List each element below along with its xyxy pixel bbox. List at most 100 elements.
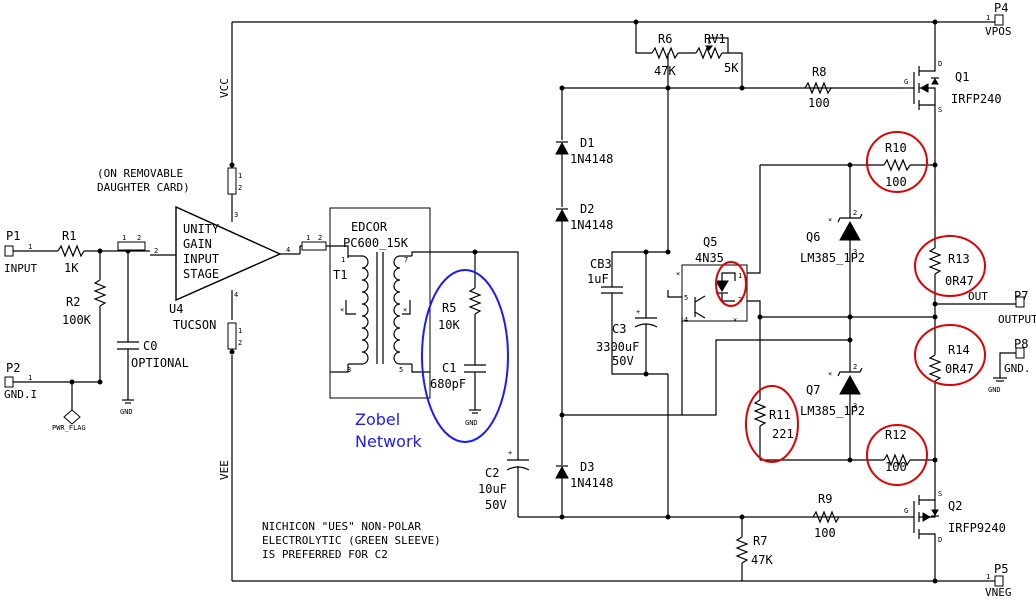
svg-text:PC600_15K: PC600_15K <box>343 236 409 250</box>
svg-text:680pF: 680pF <box>430 377 466 391</box>
svg-text:1: 1 <box>238 172 242 180</box>
svg-text:NICHICON "UES" NON-POLAR: NICHICON "UES" NON-POLAR <box>262 520 421 533</box>
r11-resistor: R11 221 <box>745 317 799 463</box>
svg-text:G: G <box>904 507 908 515</box>
q5-optocoupler: Q5 4N35 × 5 4 1 2 × <box>667 165 761 415</box>
svg-text:R12: R12 <box>885 428 907 442</box>
svg-text:2: 2 <box>853 209 857 217</box>
svg-text:3: 3 <box>347 366 351 374</box>
svg-text:VPOS: VPOS <box>985 25 1012 38</box>
vee-label: VEE <box>218 460 231 480</box>
svg-text:10K: 10K <box>438 318 460 332</box>
q2-mosfet: S D G Q2 IRFP9240 <box>900 488 1006 546</box>
svg-text:+: + <box>508 449 512 457</box>
svg-text:T1: T1 <box>333 268 347 282</box>
r1-resistor: R1 1K <box>40 229 150 275</box>
svg-text:5: 5 <box>684 294 688 302</box>
svg-text:50V: 50V <box>612 354 634 368</box>
svg-text:C2: C2 <box>485 466 499 480</box>
svg-text:P5: P5 <box>994 562 1008 576</box>
svg-text:R13: R13 <box>948 252 970 266</box>
c2-note: NICHICON "UES" NON-POLAR ELECTROLYTIC (G… <box>262 520 441 561</box>
port-p4[interactable]: P4 VPOS 1 <box>985 1 1012 38</box>
svg-text:CB3: CB3 <box>590 257 612 271</box>
svg-text:10uF: 10uF <box>478 482 507 496</box>
zobel-label-1: Zobel <box>355 410 400 429</box>
svg-text:3: 3 <box>853 402 857 410</box>
c2-capacitor: + C2 10uF 50V <box>478 449 530 517</box>
r9-resistor: R9 100 <box>812 492 840 540</box>
port-p8[interactable]: P8 GND. GND <box>988 337 1031 394</box>
svg-text:DAUGHTER CARD): DAUGHTER CARD) <box>97 181 190 194</box>
svg-text:1: 1 <box>238 327 242 335</box>
svg-text:×: × <box>733 316 737 324</box>
port-p1[interactable]: P1 INPUT 1 <box>4 229 40 275</box>
svg-text:1N4148: 1N4148 <box>570 152 613 166</box>
svg-text:0R47: 0R47 <box>945 274 974 288</box>
svg-text:2: 2 <box>154 247 158 255</box>
svg-text:Q6: Q6 <box>806 230 820 244</box>
svg-text:Q1: Q1 <box>955 70 969 84</box>
svg-text:×: × <box>676 270 680 278</box>
diode-string: D1 1N4148 D2 1N4148 D3 1N4148 <box>555 85 613 517</box>
svg-text:2: 2 <box>238 184 242 192</box>
svg-text:R10: R10 <box>885 141 907 155</box>
svg-text:+: + <box>636 308 640 316</box>
svg-text:1: 1 <box>28 243 32 251</box>
svg-text:IS PREFERRED FOR C2: IS PREFERRED FOR C2 <box>262 548 388 561</box>
svg-text:3: 3 <box>853 248 857 256</box>
svg-text:R14: R14 <box>948 343 970 357</box>
svg-text:100: 100 <box>808 96 830 110</box>
u4-note: (ON REMOVABLE DAUGHTER CARD) <box>97 167 190 194</box>
svg-text:INPUT: INPUT <box>183 252 219 266</box>
svg-text:ELECTROLYTIC (GREEN SLEEVE): ELECTROLYTIC (GREEN SLEEVE) <box>262 534 441 547</box>
r10-resistor: R10 100 <box>760 131 938 193</box>
svg-text:GND.: GND. <box>1004 362 1031 375</box>
svg-text:PWR_FLAG: PWR_FLAG <box>52 424 86 432</box>
svg-text:(ON REMOVABLE: (ON REMOVABLE <box>97 167 183 180</box>
svg-text:D3: D3 <box>580 460 594 474</box>
svg-text:Q7: Q7 <box>806 383 820 397</box>
svg-text:1: 1 <box>306 234 310 242</box>
svg-text:P4: P4 <box>994 1 1008 15</box>
svg-text:50V: 50V <box>485 498 507 512</box>
t1-transformer: EDCOR PC600_15K T1 1 7 3 5 × × <box>329 207 475 399</box>
port-p7[interactable]: P7 OUTPUT OUT <box>935 289 1036 326</box>
port-p5[interactable]: P5 VNEG 1 <box>985 562 1012 599</box>
svg-text:1K: 1K <box>64 261 79 275</box>
svg-text:G: G <box>904 78 908 86</box>
r14-resistor: R14 0R47 <box>914 324 986 386</box>
svg-text:S: S <box>938 106 942 114</box>
svg-text:C0: C0 <box>143 339 157 353</box>
svg-text:4: 4 <box>286 246 290 254</box>
r2-resistor: R2 100K <box>62 248 107 385</box>
svg-text:U4: U4 <box>169 302 183 316</box>
svg-text:5: 5 <box>399 366 403 374</box>
zobel-label-2: Network <box>355 432 423 451</box>
jumper-vee: 1 2 <box>227 322 242 355</box>
svg-text:4: 4 <box>234 291 238 299</box>
svg-text:100K: 100K <box>62 313 92 327</box>
svg-text:2: 2 <box>238 339 242 347</box>
port-p2[interactable]: P2 GND.I 1 <box>4 361 100 401</box>
svg-text:EDCOR: EDCOR <box>351 220 388 234</box>
svg-text:2: 2 <box>853 363 857 371</box>
svg-text:IRFP240: IRFP240 <box>951 92 1002 106</box>
jumper-vcc: 1 2 <box>227 162 242 195</box>
svg-text:P7: P7 <box>1014 289 1028 303</box>
r6-rv1: R6 47K RV1 5K <box>633 19 743 91</box>
svg-text:4: 4 <box>684 316 688 324</box>
svg-text:1N4148: 1N4148 <box>570 476 613 490</box>
svg-text:D: D <box>938 60 942 68</box>
svg-text:R2: R2 <box>66 295 80 309</box>
svg-text:R8: R8 <box>812 65 826 79</box>
svg-text:P8: P8 <box>1014 337 1028 351</box>
svg-text:STAGE: STAGE <box>183 267 219 281</box>
svg-text:47K: 47K <box>751 553 773 567</box>
r8-resistor: R8 100 <box>804 65 832 110</box>
svg-text:D: D <box>938 536 942 544</box>
svg-text:INPUT: INPUT <box>4 262 37 275</box>
svg-text:1: 1 <box>986 573 990 581</box>
vee-rail: VEE <box>218 355 985 582</box>
